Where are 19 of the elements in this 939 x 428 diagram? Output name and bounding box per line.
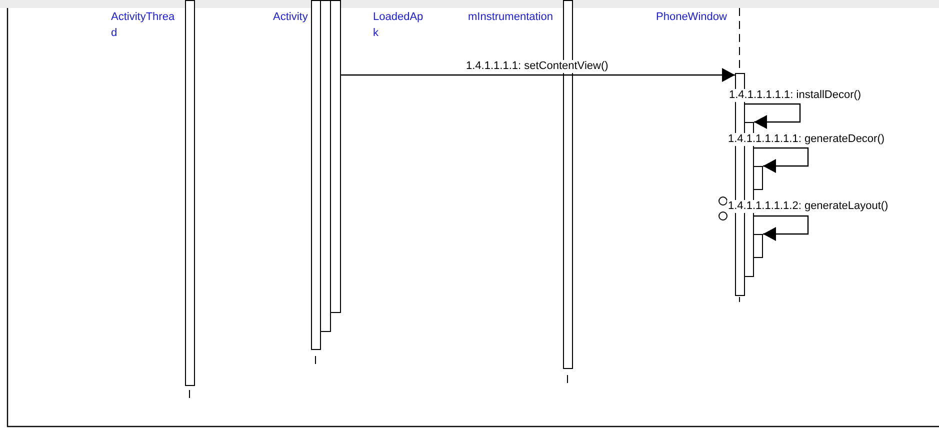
lifeline-name: PhoneWindow	[656, 9, 742, 25]
lifeline-name: mInstrumentation	[468, 9, 568, 25]
edge-label: 1.4.1.1.1.1.1.2: generateLayout()	[727, 200, 890, 213]
activation-bar	[330, 0, 341, 313]
activation-bar	[753, 166, 763, 190]
lifeline-name: ActivityThread	[111, 9, 177, 41]
message-arrow	[754, 215, 809, 241]
message-arrow	[745, 103, 801, 129]
edge-label: 1.4.1.1.1.1: setContentView()	[465, 60, 610, 73]
lifeline-name: Activity	[273, 9, 309, 25]
message-arrow	[754, 147, 809, 173]
activation-bar	[185, 0, 195, 386]
activation-bar	[320, 0, 331, 332]
activation-bar	[311, 0, 321, 350]
activation-bar	[753, 234, 763, 258]
lifeline-name: LoadedApk	[373, 9, 427, 41]
edge-label: 1.4.1.1.1.1.1.1: generateDecor()	[727, 133, 886, 146]
edge-label: 1.4.1.1.1.1.1: installDecor()	[728, 89, 862, 102]
message-arrow	[341, 68, 735, 82]
